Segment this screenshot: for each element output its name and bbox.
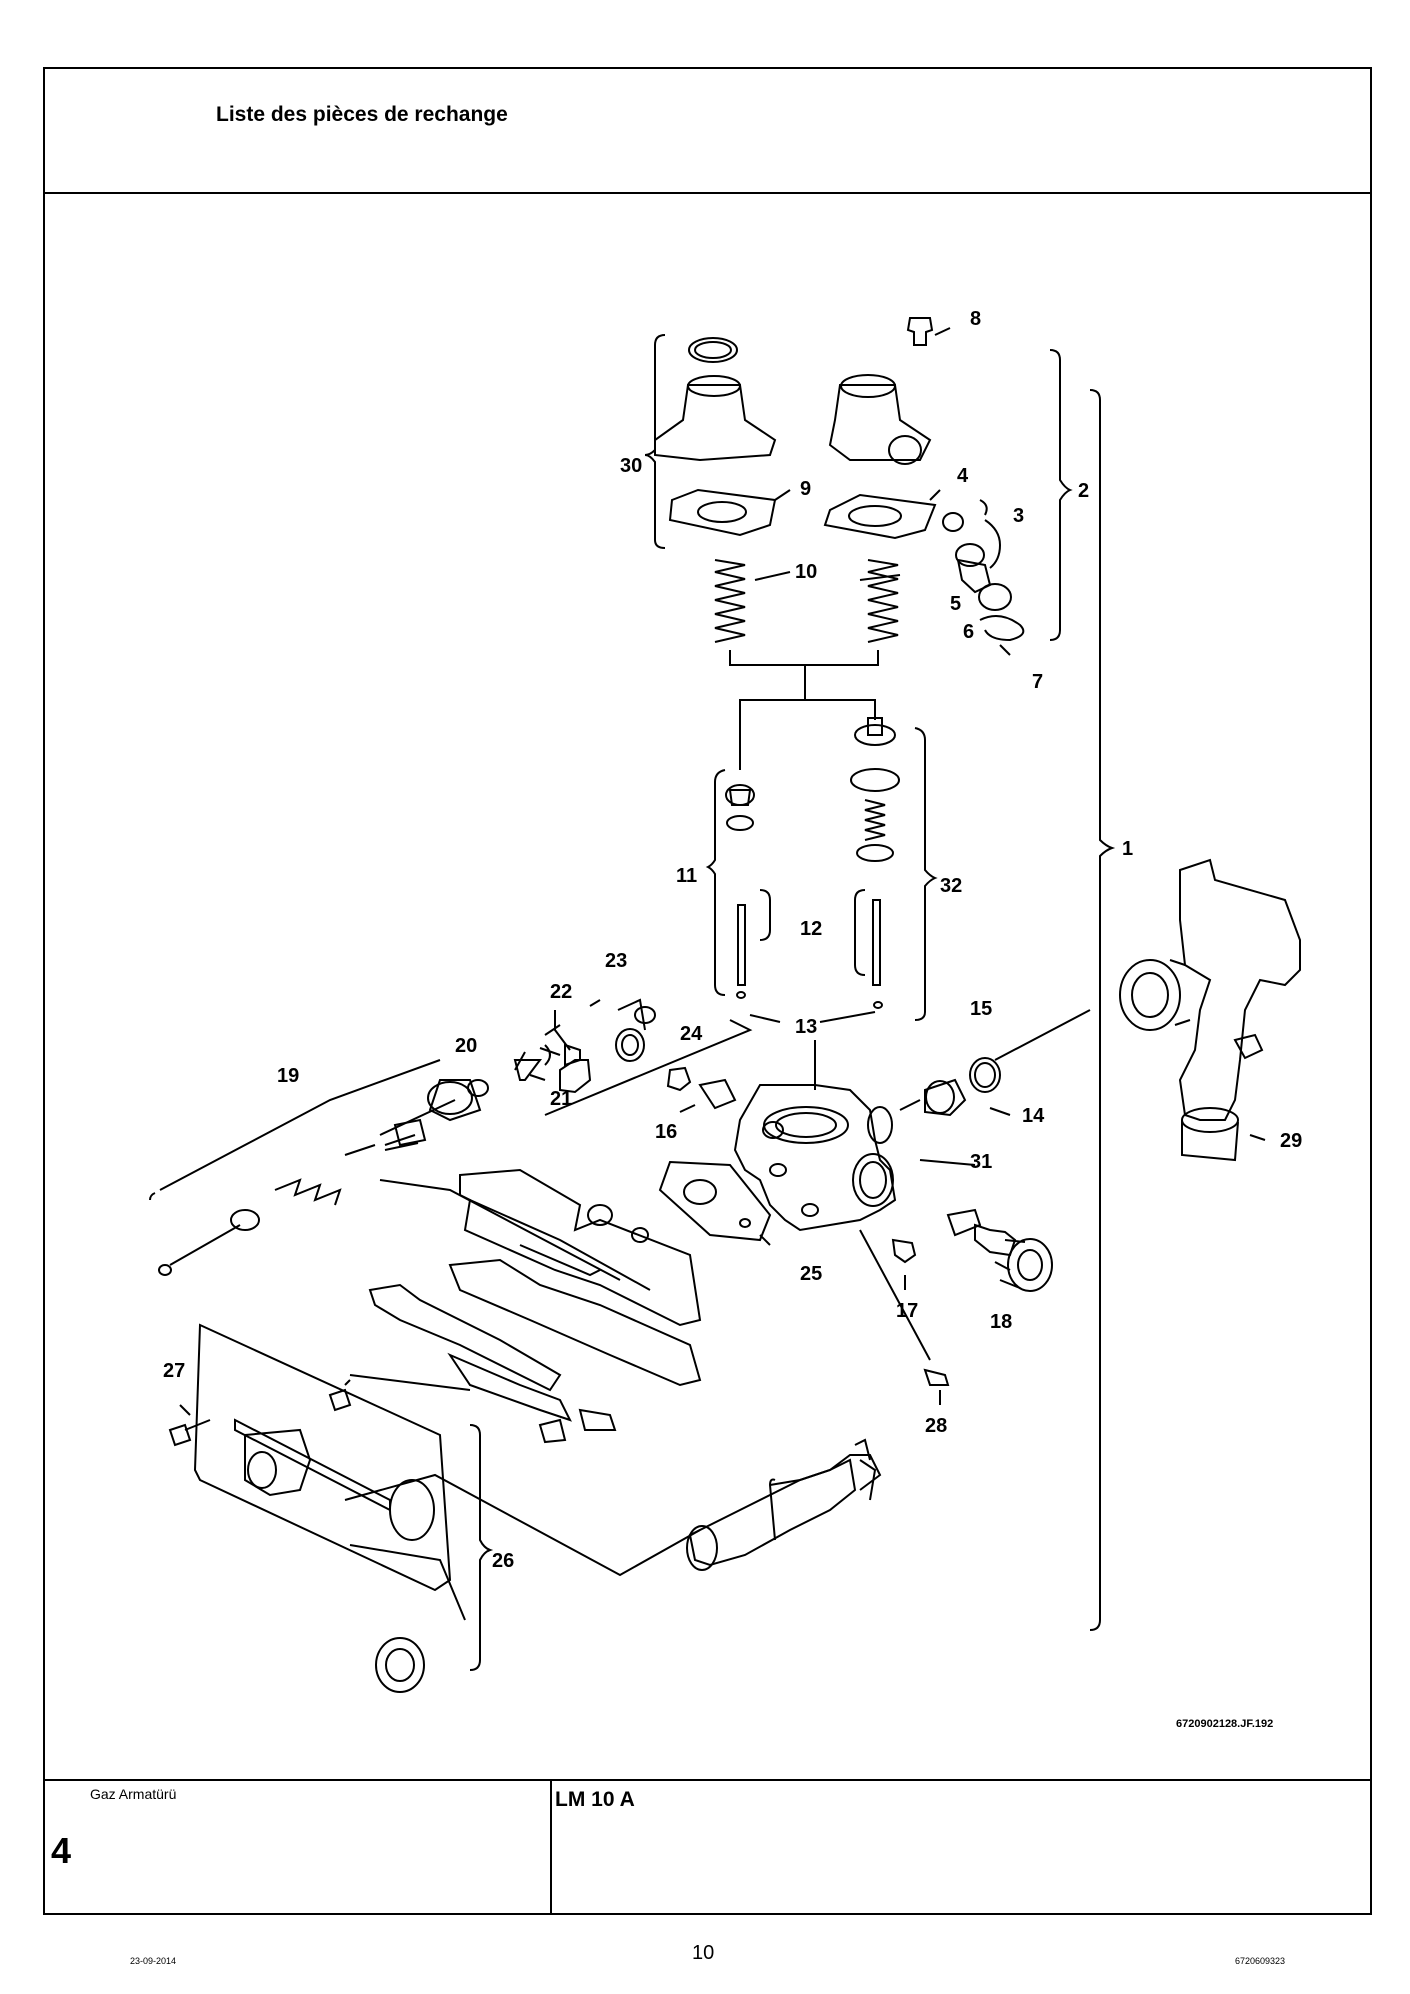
page-title: Liste des pièces de rechange [216,103,508,126]
callout-11: 11 [676,865,697,887]
callout-13: 13 [795,1016,817,1038]
spring-part [714,559,746,643]
callout-5: 5 [950,593,961,615]
callout-10: 10 [795,561,817,583]
footer-column-divider [550,1779,552,1915]
document-number: 6720609323 [1235,1956,1286,1966]
callout-21: 21 [550,1088,572,1110]
callout-2: 2 [1078,480,1089,502]
callout-19: 19 [277,1065,299,1087]
callout-22: 22 [550,981,572,1003]
callout-7: 7 [1032,671,1043,693]
callout-25: 25 [800,1263,822,1285]
callout-3: 3 [1013,505,1024,527]
callout-23: 23 [605,950,627,972]
callout-8: 8 [970,308,981,330]
o-ring-part [688,337,738,363]
flange-part [654,384,777,462]
callout-12: 12 [800,918,822,940]
callout-17: 17 [896,1300,918,1322]
callout-28: 28 [925,1415,947,1437]
exploded-parts-drawing: 8 30 9 4 2 3 10 5 6 7 1 11 32 12 23 22 1… [45,195,1370,1779]
callout-15: 15 [970,998,992,1020]
bracket-part [368,1168,702,1422]
section-number: 4 [51,1830,72,1871]
callout-20: 20 [455,1035,477,1057]
model-name: LM 10 A [555,1788,635,1811]
front-plate-part [193,1323,452,1592]
piezo-igniter-part [686,1438,882,1571]
flange-part [828,384,932,461]
gasket-part [823,493,937,540]
drawing-reference: 6720902128.JF.192 [1176,1718,1273,1730]
callout-31: 31 [970,1151,992,1173]
callout-30: 30 [620,455,642,477]
callout-24: 24 [680,1023,703,1045]
valve-body-part [733,1084,897,1232]
pipe-part [1119,858,1301,1162]
print-date: 23-09-2014 [130,1956,177,1966]
callout-6: 6 [963,621,974,643]
page-number: 10 [692,1942,715,1964]
part-callouts: 8 30 9 4 2 3 10 5 6 7 1 11 32 12 23 22 1… [163,308,1302,1572]
gasket-part [668,488,777,537]
callout-9: 9 [800,478,811,500]
callout-26: 26 [492,1550,514,1572]
page-frame [43,67,1372,1915]
callout-29: 29 [1280,1130,1302,1152]
header-divider [43,192,1372,194]
footer-divider [43,1779,1372,1781]
callout-18: 18 [990,1311,1012,1333]
callout-1: 1 [1122,838,1133,860]
section-name: Gaz Armatürü [90,1786,177,1802]
callout-27: 27 [163,1360,185,1382]
spring-part [867,559,899,643]
callout-32: 32 [940,875,962,897]
callout-4: 4 [957,465,969,487]
callout-14: 14 [1022,1105,1045,1127]
callout-16: 16 [655,1121,677,1143]
